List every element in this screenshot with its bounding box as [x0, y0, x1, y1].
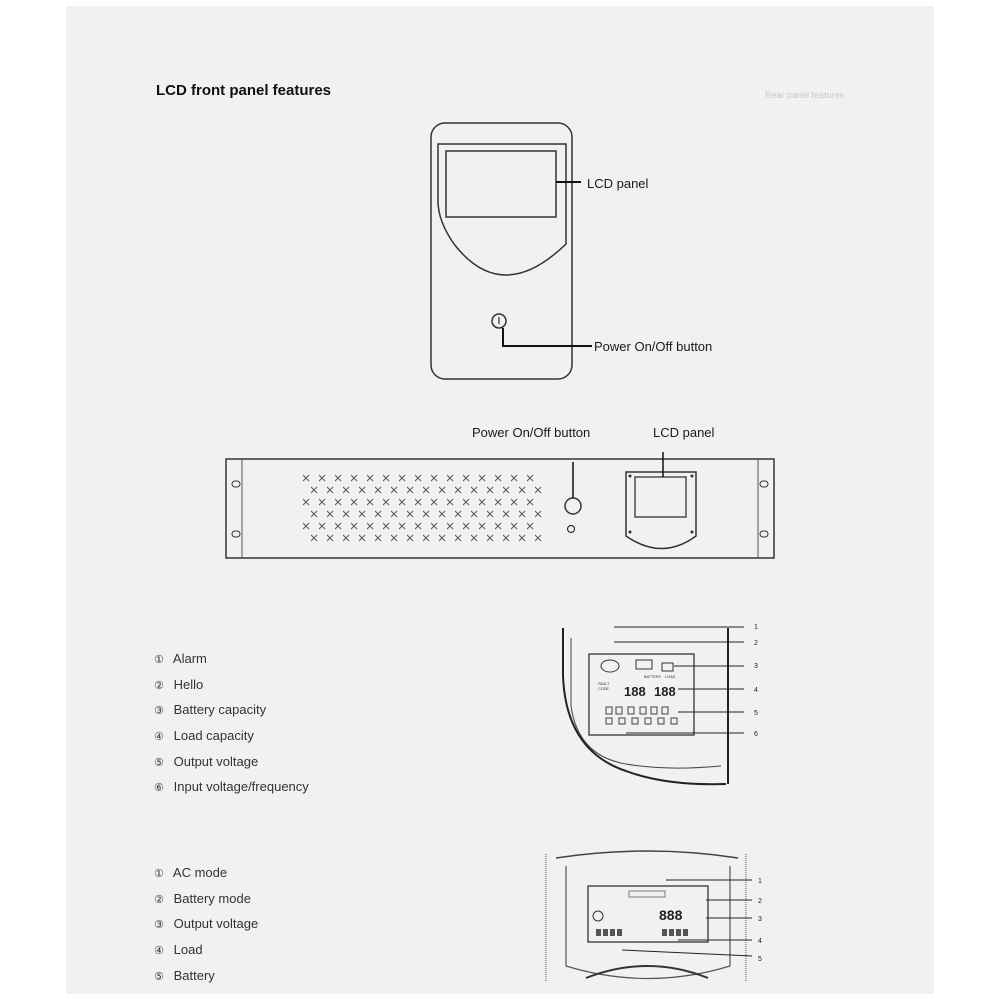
- legend-item: ① AC mode: [154, 865, 228, 880]
- svg-text:2: 2: [758, 898, 762, 905]
- rack-lcd-bezel: [625, 471, 697, 550]
- svg-text:6: 6: [754, 731, 758, 738]
- svg-text:4: 4: [758, 938, 762, 945]
- tower-power-button: [491, 313, 507, 329]
- legend-item: ⑤ Battery: [154, 967, 215, 983]
- display2-legend: ① AC mode ② Battery mode ③ Output voltag…: [154, 860, 258, 988]
- legend-item: ⑥ Input voltage/frequency: [154, 779, 309, 795]
- legend-item: ① Alarm: [154, 651, 207, 666]
- lcd-display-1-screen: [588, 653, 695, 736]
- legend-item: ④ Load capacity: [154, 728, 254, 744]
- svg-text:4: 4: [754, 687, 758, 694]
- svg-text:BATTERY: BATTERY: [644, 675, 662, 679]
- display1-legend: ① Alarm ② Hello ③ Battery capacity ④ Loa…: [154, 646, 309, 800]
- svg-text:FAULT: FAULT: [598, 682, 610, 686]
- lcd-display-1-diagram: BATTERY LOAD FAULT CODE 188 188 1 2 3 4 …: [562, 624, 758, 786]
- tower-ups-diagram: [430, 122, 592, 380]
- legend-item: ② Hello: [154, 676, 204, 692]
- vent-grid: [302, 474, 542, 542]
- page-title: LCD front panel features: [156, 82, 332, 99]
- tower-lcd-screen: [445, 150, 557, 218]
- ac-mode-icon: [592, 910, 604, 922]
- svg-text:3: 3: [758, 916, 762, 923]
- svg-text:CODE: CODE: [598, 687, 609, 691]
- svg-text:188: 188: [624, 684, 646, 699]
- lcd-display-2-screen: [587, 885, 709, 943]
- rack-lcd-label: LCD panel: [653, 425, 715, 440]
- svg-text:1: 1: [758, 878, 762, 885]
- legend-item: ⑤ Output voltage: [154, 753, 259, 769]
- tower-lcd-bezel: [437, 143, 567, 276]
- svg-text:2: 2: [754, 640, 758, 647]
- svg-text:1: 1: [754, 624, 758, 631]
- alarm-icon: [600, 659, 620, 673]
- load-icon: [661, 662, 674, 672]
- legend-item: ④ Load: [154, 942, 203, 958]
- legend-item: ③ Output voltage: [154, 916, 259, 932]
- tower-lcd-label: LCD panel: [587, 176, 649, 191]
- svg-text:3: 3: [754, 663, 758, 670]
- rack-ups-diagram: [225, 452, 775, 559]
- battery-icon: [635, 659, 653, 670]
- svg-text:888: 888: [659, 907, 683, 923]
- tower-power-label: Power On/Off button: [594, 339, 713, 354]
- svg-text:5: 5: [758, 956, 762, 963]
- legend-item: ③ Battery capacity: [154, 702, 267, 718]
- svg-text:LOAD: LOAD: [665, 675, 676, 679]
- rack-power-label: Power On/Off button: [472, 425, 591, 440]
- svg-text:5: 5: [754, 710, 758, 717]
- manual-page: LCD front panel features Rear panel feat…: [66, 6, 934, 994]
- legend-item: ② Battery mode: [154, 890, 251, 906]
- svg-text:188: 188: [654, 684, 676, 699]
- bleed-through-text: Rear panel features: [764, 90, 844, 100]
- rack-lcd-screen: [634, 476, 687, 518]
- lcd-display-2-diagram: 888 1 2 3 4 5: [545, 850, 762, 981]
